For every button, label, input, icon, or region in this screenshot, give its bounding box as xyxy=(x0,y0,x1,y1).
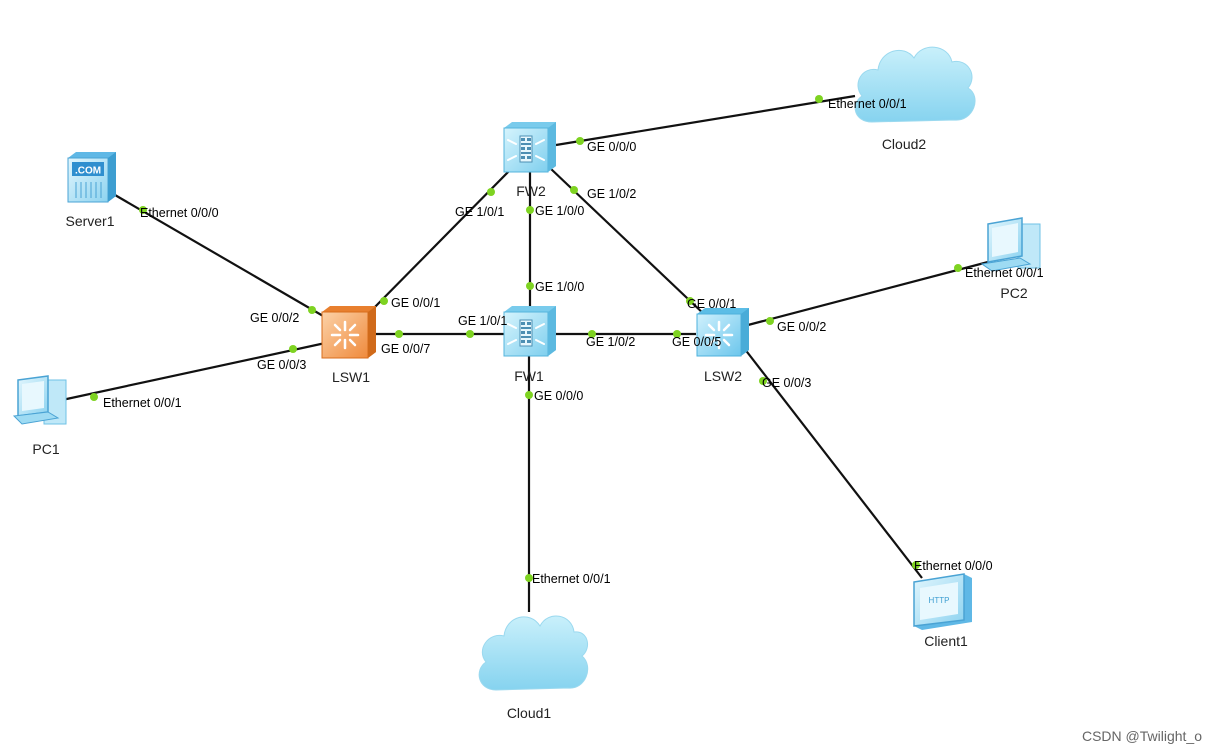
link-lsw2-pc2[interactable] xyxy=(747,260,989,327)
switch-icon xyxy=(321,306,376,359)
port-dot-cloud2-eth xyxy=(815,95,823,103)
port-dot-lsw2-ge005 xyxy=(673,330,681,338)
port-dot-client1-eth xyxy=(912,561,920,569)
port-dot-fw2-ge102 xyxy=(570,186,578,194)
client-badge: HTTP xyxy=(929,596,950,605)
port-dot-fw2-ge101 xyxy=(487,188,495,196)
port-label-fw2-ge102: GE 1/0/2 xyxy=(587,187,636,201)
port-label-cloud1-eth: Ethernet 0/0/1 xyxy=(532,572,611,586)
port-dot-lsw2-ge002 xyxy=(766,317,774,325)
device-cloud2[interactable] xyxy=(854,46,976,123)
port-label-lsw1-ge003: GE 0/0/3 xyxy=(257,358,306,372)
device-label-fw1: FW1 xyxy=(514,368,544,384)
firewall-icon xyxy=(503,306,556,357)
port-label-lsw2-ge002: GE 0/0/2 xyxy=(777,320,826,334)
device-server1[interactable]: .COM xyxy=(67,152,116,203)
port-label-pc1-eth: Ethernet 0/0/1 xyxy=(103,396,182,410)
port-dot-server1-eth xyxy=(139,206,147,214)
device-client1[interactable]: HTTP xyxy=(913,573,972,630)
port-label-cloud2-eth: Ethernet 0/0/1 xyxy=(828,97,907,111)
cloud-icon xyxy=(854,46,976,123)
device-label-pc1: PC1 xyxy=(32,441,59,457)
port-dot-lsw2-ge003 xyxy=(759,377,767,385)
cloud-icon xyxy=(478,615,589,691)
port-label-fw1-ge100: GE 1/0/0 xyxy=(535,280,584,294)
link-server1-lsw1[interactable] xyxy=(114,194,331,321)
device-label-lsw1: LSW1 xyxy=(332,369,370,385)
port-label-lsw2-ge005: GE 0/0/5 xyxy=(672,335,721,349)
client-icon xyxy=(913,573,972,630)
link-fw2-cloud2[interactable] xyxy=(555,94,856,147)
device-pc2[interactable] xyxy=(980,217,1041,272)
port-label-lsw2-ge003: GE 0/0/3 xyxy=(762,376,811,390)
port-dot-fw1-ge101 xyxy=(466,330,474,338)
port-dot-lsw1-ge003 xyxy=(289,345,297,353)
device-label-cloud2: Cloud2 xyxy=(882,136,927,152)
watermark: CSDN @Twilight_o xyxy=(1081,728,1202,744)
device-label-pc2: PC2 xyxy=(1000,285,1027,301)
port-dot-fw1-ge102 xyxy=(588,330,596,338)
port-label-fw2-ge000: GE 0/0/0 xyxy=(587,140,636,154)
port-label-lsw1-ge001: GE 0/0/1 xyxy=(391,296,440,310)
link-lsw2-client1[interactable] xyxy=(743,347,923,579)
port-dot-lsw1-ge007 xyxy=(395,330,403,338)
port-labels: Ethernet 0/0/0 GE 0/0/2 Ethernet 0/0/1 G… xyxy=(103,97,1044,586)
port-label-lsw1-ge007: GE 0/0/7 xyxy=(381,342,430,356)
port-label-fw2-ge100: GE 1/0/0 xyxy=(535,204,584,218)
server-icon xyxy=(67,152,116,203)
device-label-server1: Server1 xyxy=(65,213,114,229)
server-badge: .COM xyxy=(75,166,101,177)
device-cloud1[interactable] xyxy=(478,615,589,691)
port-label-fw1-ge102: GE 1/0/2 xyxy=(586,335,635,349)
port-dot-fw2-ge100 xyxy=(526,206,534,214)
device-lsw1[interactable] xyxy=(321,306,376,359)
port-dot-pc2-eth xyxy=(954,264,962,272)
device-pc1[interactable] xyxy=(12,375,67,425)
switch-icon xyxy=(696,308,749,357)
device-label-fw2: FW2 xyxy=(516,183,546,199)
port-dot-pc1-eth xyxy=(90,393,98,401)
port-dot-fw1-ge000 xyxy=(525,391,533,399)
port-label-lsw2-ge001: GE 0/0/1 xyxy=(687,297,736,311)
port-dot-lsw2-ge001 xyxy=(686,297,694,305)
port-dot-lsw1-ge002 xyxy=(308,306,316,314)
port-label-fw1-ge101: GE 1/0/1 xyxy=(458,314,507,328)
port-dot-fw1-ge100 xyxy=(526,282,534,290)
port-label-pc2-eth: Ethernet 0/0/1 xyxy=(965,266,1044,280)
port-dot-fw2-ge000 xyxy=(576,137,584,145)
device-label-cloud1: Cloud1 xyxy=(507,705,552,721)
port-dot-cloud1-eth xyxy=(525,574,533,582)
device-fw2[interactable] xyxy=(503,122,556,173)
port-label-server1-eth: Ethernet 0/0/0 xyxy=(140,206,219,220)
firewall-icon xyxy=(503,122,556,173)
pc-icon xyxy=(12,375,67,425)
device-fw1[interactable] xyxy=(503,306,556,357)
port-dot-lsw1-ge001 xyxy=(380,297,388,305)
link-pc1-lsw1[interactable] xyxy=(61,340,331,402)
port-label-fw2-ge101: GE 1/0/1 xyxy=(455,205,504,219)
port-label-fw1-ge000: GE 0/0/0 xyxy=(534,389,583,403)
pc-icon xyxy=(980,217,1041,272)
device-lsw2[interactable] xyxy=(696,308,749,357)
port-dots xyxy=(90,95,962,582)
device-label-lsw2: LSW2 xyxy=(704,368,742,384)
port-label-client1-eth: Ethernet 0/0/0 xyxy=(914,559,993,573)
device-label-client1: Client1 xyxy=(924,633,968,649)
port-label-lsw1-ge002: GE 0/0/2 xyxy=(250,311,299,325)
